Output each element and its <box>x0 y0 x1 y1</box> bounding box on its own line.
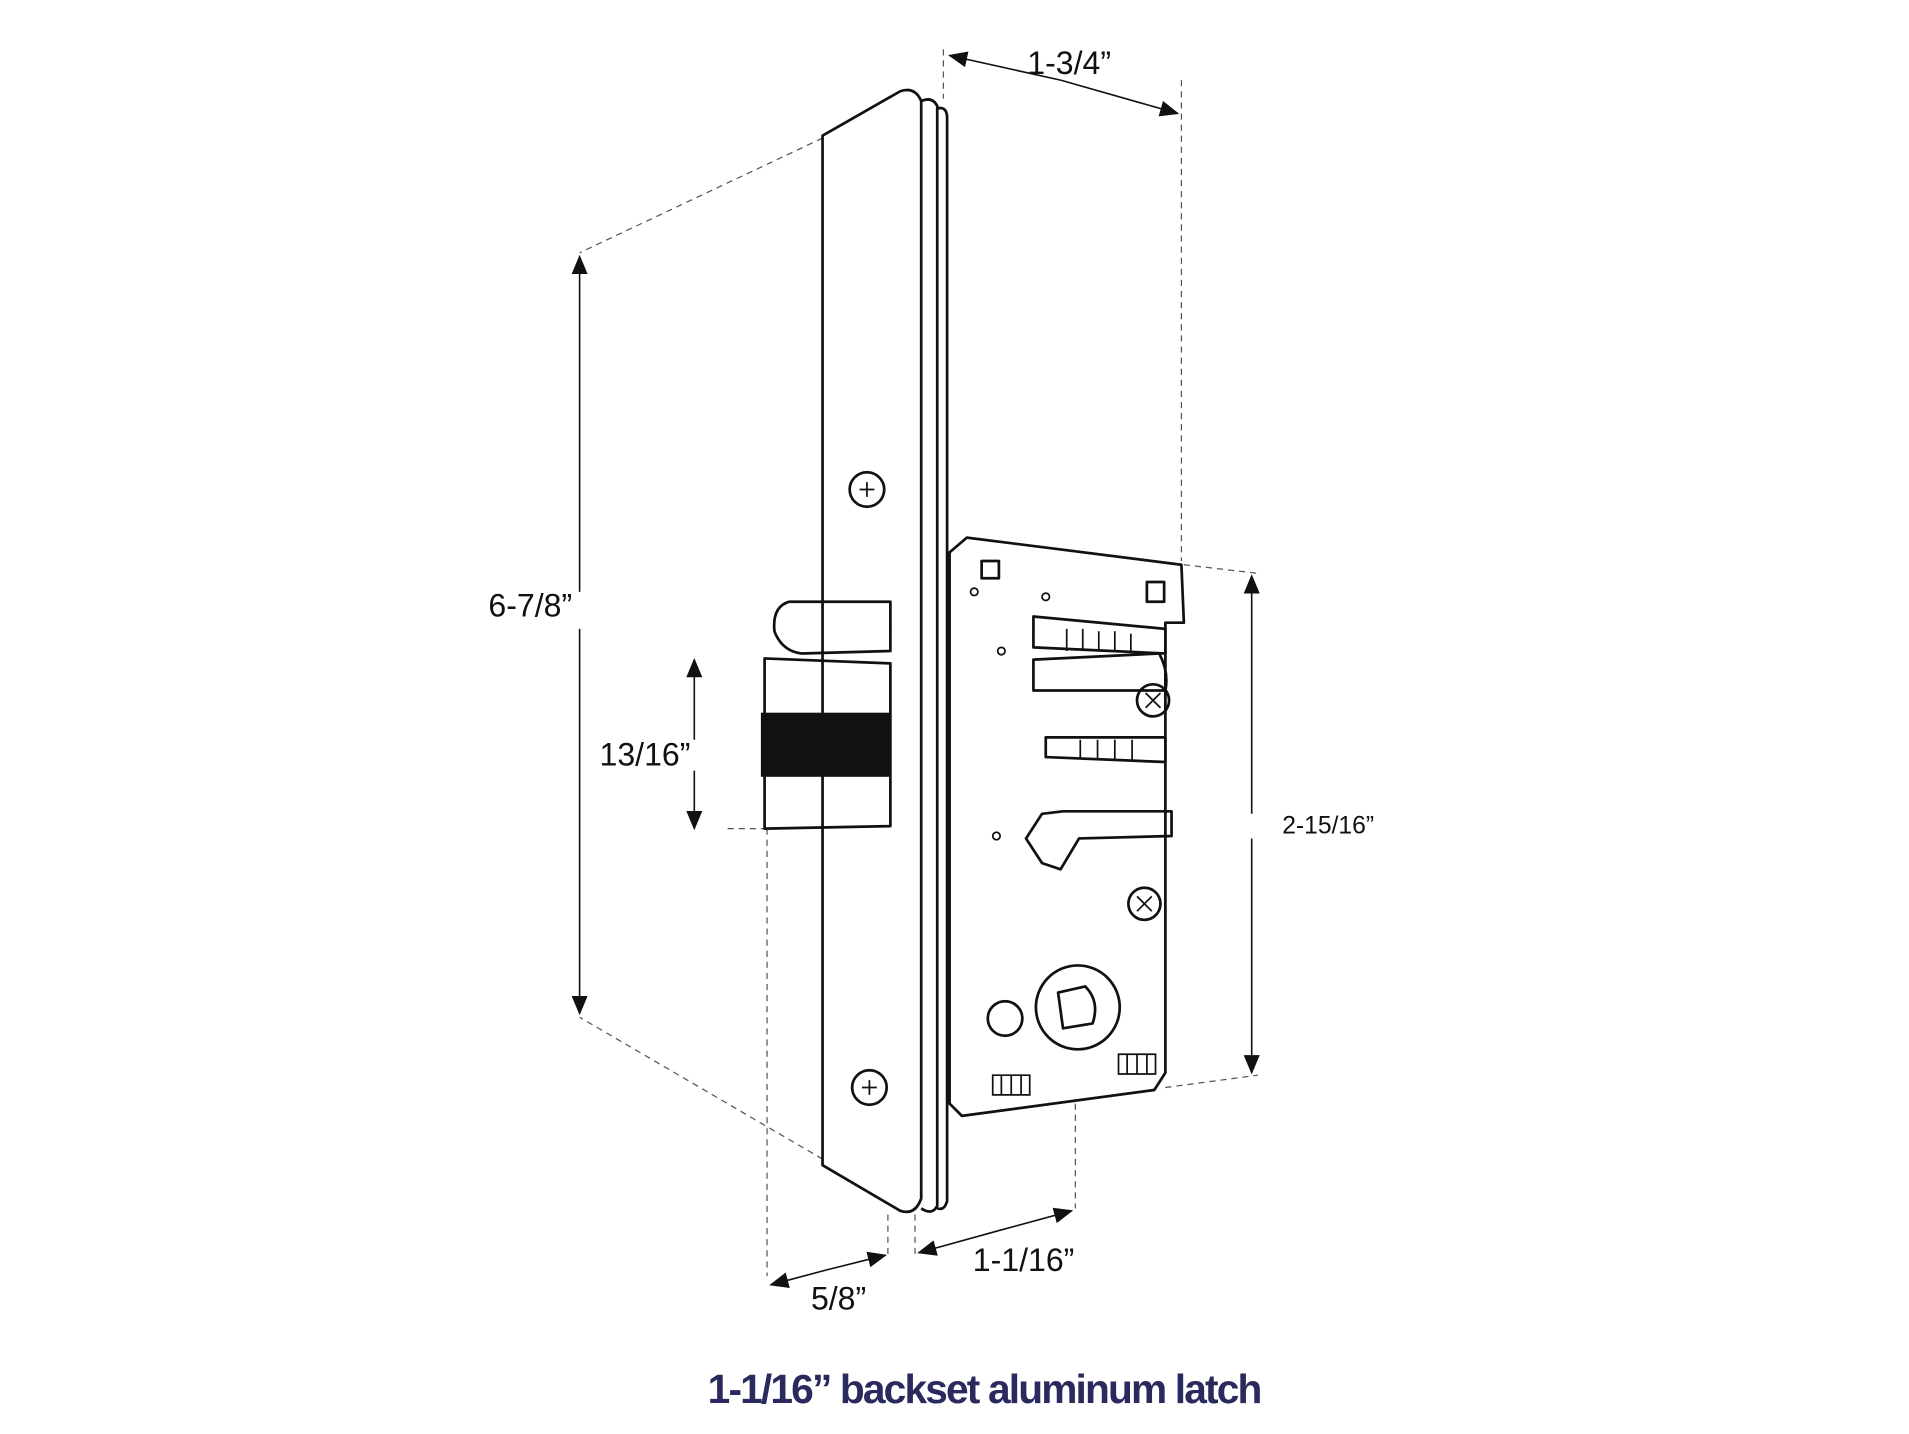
dim-bolt-height: 13/16” <box>600 737 691 773</box>
dim-depth: 1-3/4” <box>1027 45 1111 81</box>
caption: 1-1/16” backset aluminum latch <box>708 1366 1261 1412</box>
screw-icon <box>1127 886 1162 922</box>
dim-case-height: 2-15/16” <box>1282 813 1374 840</box>
dimension-arrows <box>571 51 1260 1289</box>
latch-bolt <box>760 657 892 830</box>
dim-backset: 1-1/16” <box>973 1242 1075 1278</box>
deadlatch-plunger <box>772 600 892 655</box>
faceplate <box>821 88 949 1214</box>
lock-case <box>948 536 1186 1118</box>
screw-icon <box>848 470 886 509</box>
extension-lines <box>579 49 1258 1277</box>
dim-faceplate-height: 6-7/8” <box>488 588 572 624</box>
screw-icon <box>850 1068 889 1107</box>
dim-bolt-projection: 5/8” <box>811 1280 866 1316</box>
screw-icon <box>1135 682 1171 718</box>
